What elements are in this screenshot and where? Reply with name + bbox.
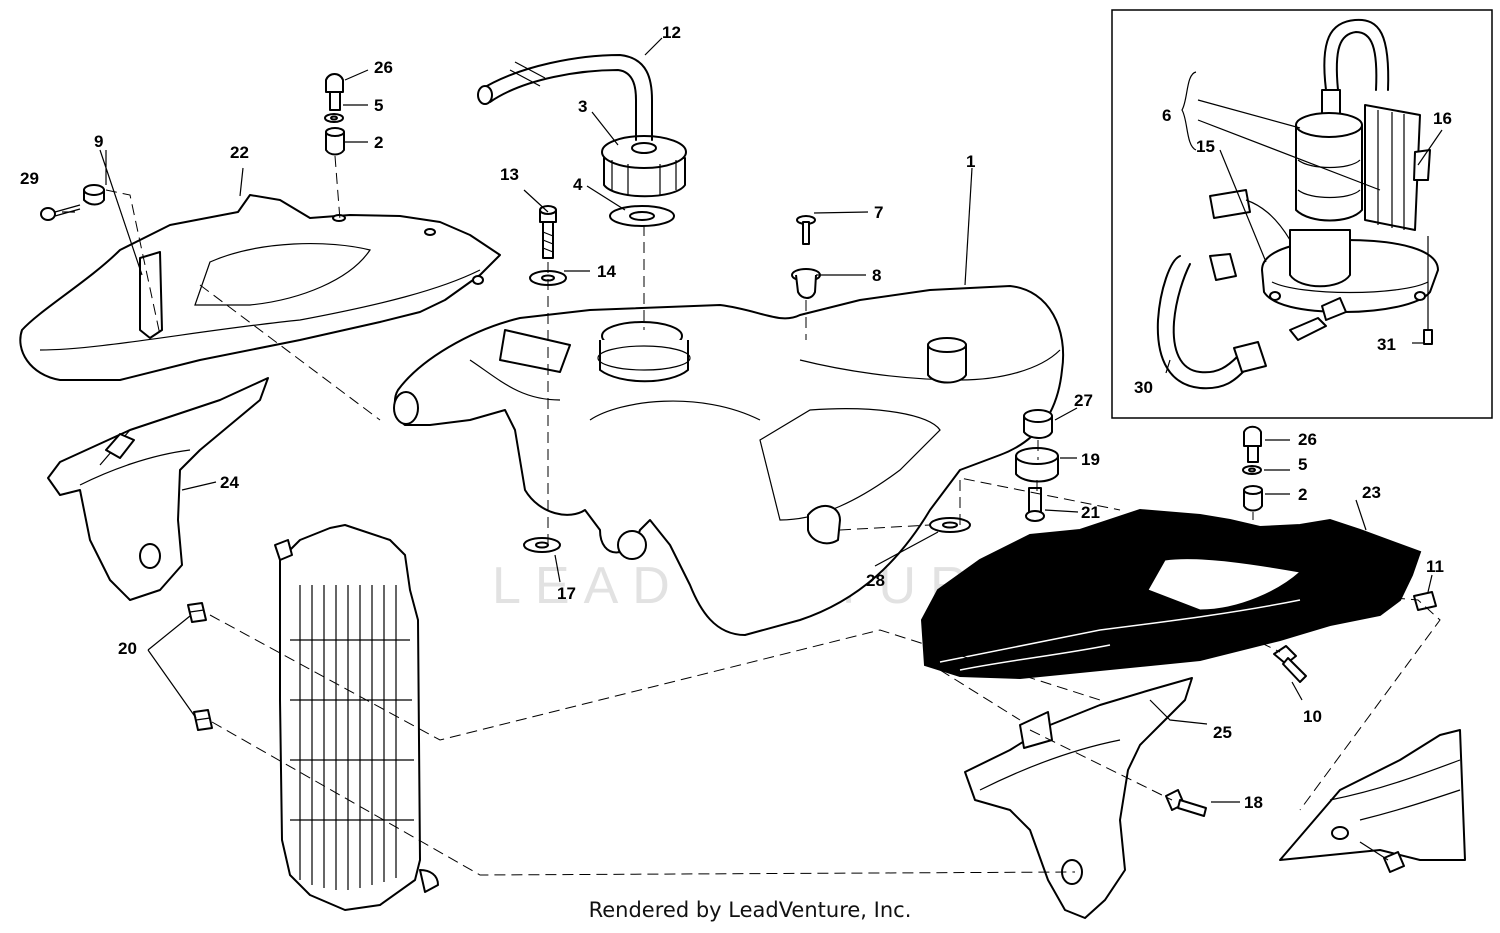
callout-4: 4 bbox=[573, 175, 583, 194]
footer-credit: Rendered by LeadVenture, Inc. bbox=[588, 898, 912, 922]
callout-29: 29 bbox=[20, 169, 39, 188]
grommet-8 bbox=[791, 268, 821, 299]
breather-hose bbox=[477, 54, 653, 141]
cap-gasket bbox=[609, 205, 675, 227]
callout-12: 12 bbox=[662, 23, 681, 42]
callout-14: 14 bbox=[597, 262, 616, 281]
screw-7 bbox=[796, 215, 816, 245]
clip-20-lower bbox=[193, 709, 213, 731]
bolt-26-left bbox=[325, 73, 344, 111]
bike-fragment bbox=[1279, 729, 1466, 873]
filler-cap bbox=[601, 135, 687, 198]
fuel-pump-assembly bbox=[1156, 18, 1439, 390]
bushing-2-right bbox=[1243, 485, 1263, 512]
callout-2-left: 2 bbox=[374, 133, 383, 152]
radiator bbox=[274, 524, 439, 911]
bolt-18 bbox=[1165, 789, 1207, 817]
callout-1: 1 bbox=[966, 152, 975, 171]
callout-26-left: 26 bbox=[374, 58, 393, 77]
clip-11 bbox=[1413, 591, 1437, 611]
collar-9 bbox=[83, 184, 105, 206]
callout-28: 28 bbox=[866, 571, 885, 590]
callout-11: 11 bbox=[1426, 557, 1444, 576]
callout-8: 8 bbox=[872, 266, 881, 285]
callout-15: 15 bbox=[1196, 137, 1215, 156]
callout-26-right: 26 bbox=[1298, 430, 1317, 449]
tank-washer-lower bbox=[523, 537, 561, 553]
callout-9: 9 bbox=[94, 132, 103, 151]
bolt-26-right bbox=[1243, 425, 1262, 463]
assembly-lines bbox=[105, 155, 1441, 876]
rubber-mount-19 bbox=[1015, 447, 1059, 483]
radiator-guard-left bbox=[47, 377, 269, 601]
callout-5-right: 5 bbox=[1298, 455, 1307, 474]
left-shroud bbox=[19, 194, 501, 381]
callout-6: 6 bbox=[1162, 106, 1171, 125]
bolt-10 bbox=[1273, 645, 1307, 683]
fuel-pump-inset-frame bbox=[1111, 9, 1493, 419]
callout-30: 30 bbox=[1134, 378, 1153, 397]
washer-28 bbox=[929, 517, 971, 533]
callout-16: 16 bbox=[1433, 109, 1452, 128]
radiator-guard-right bbox=[964, 677, 1193, 919]
right-shroud bbox=[920, 508, 1422, 680]
callout-17: 17 bbox=[557, 584, 576, 603]
callout-13: 13 bbox=[500, 165, 519, 184]
callout-18: 18 bbox=[1244, 793, 1263, 812]
callout-19: 19 bbox=[1081, 450, 1100, 469]
callout-5-left: 5 bbox=[374, 96, 383, 115]
washer-5-left bbox=[324, 113, 344, 123]
callout-21: 21 bbox=[1081, 503, 1100, 522]
spacer-27 bbox=[1023, 409, 1053, 439]
callout-22: 22 bbox=[230, 143, 249, 162]
callout-27: 27 bbox=[1074, 391, 1093, 410]
callout-2-right: 2 bbox=[1298, 485, 1307, 504]
leader-lines bbox=[62, 37, 1443, 803]
clip-20-upper bbox=[187, 602, 207, 623]
callout-numbers: 1 2 2 3 4 5 5 6 7 8 9 10 11 12 13 14 15 … bbox=[20, 23, 1452, 812]
callout-7: 7 bbox=[874, 203, 883, 222]
callout-10: 10 bbox=[1303, 707, 1322, 726]
callout-20: 20 bbox=[118, 639, 137, 658]
callout-23: 23 bbox=[1362, 483, 1381, 502]
callout-25: 25 bbox=[1213, 723, 1232, 742]
fuel-tank bbox=[393, 285, 1065, 636]
washer-5-right bbox=[1242, 465, 1262, 475]
tank-screw bbox=[539, 205, 557, 259]
bracket-6 bbox=[1181, 71, 1197, 151]
bushing-2-left bbox=[325, 127, 345, 156]
callout-31: 31 bbox=[1377, 335, 1396, 354]
callout-24: 24 bbox=[220, 473, 239, 492]
callout-3: 3 bbox=[578, 97, 587, 116]
